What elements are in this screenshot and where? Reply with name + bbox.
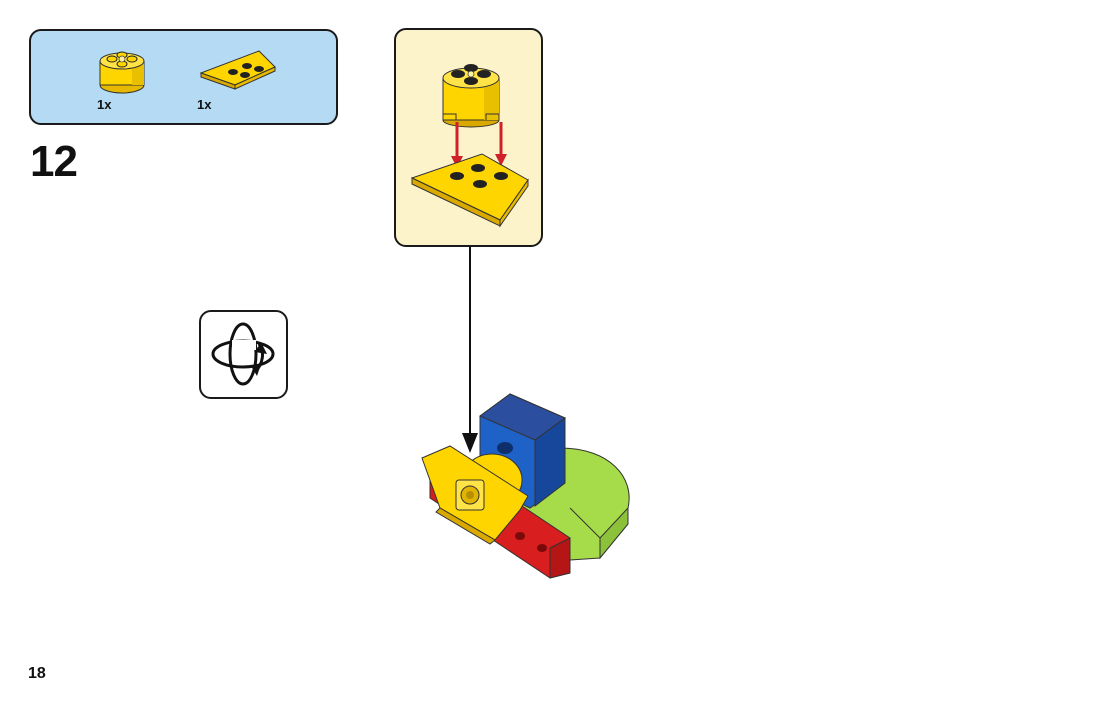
part-1-quantity: 1x bbox=[97, 97, 112, 112]
part-2-quantity: 1x bbox=[197, 97, 212, 112]
round-brick-part-icon bbox=[99, 51, 145, 94]
rotate-icon bbox=[211, 322, 275, 386]
step-number: 12 bbox=[30, 137, 78, 186]
main-model-illustration bbox=[421, 393, 630, 579]
callout-connector-arrow bbox=[462, 247, 478, 453]
page-number: 18 bbox=[28, 665, 46, 682]
sub-assembly-callout bbox=[394, 28, 543, 247]
parts-list-panel: 1x 1x bbox=[29, 29, 338, 125]
rotate-model-icon bbox=[199, 310, 288, 399]
wedge-plate-part-icon bbox=[199, 50, 276, 90]
sub-assembly-diagram bbox=[410, 64, 529, 228]
